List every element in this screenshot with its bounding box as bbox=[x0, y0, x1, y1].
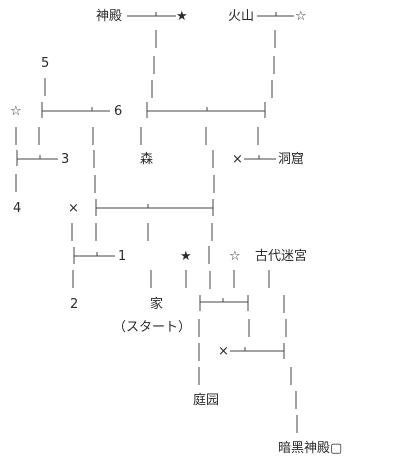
number-1: 1 bbox=[118, 249, 127, 264]
number-4: 4 bbox=[13, 201, 22, 216]
node-home: 家 bbox=[150, 297, 164, 312]
number-2: 2 bbox=[70, 297, 79, 312]
node-ancient-maze: 古代迷宮 bbox=[255, 249, 308, 264]
outline-star-icon: ☆ bbox=[229, 249, 241, 264]
outline-star-icon: ☆ bbox=[10, 104, 22, 119]
number-5: 5 bbox=[41, 56, 50, 71]
number-6: 6 bbox=[114, 104, 123, 119]
node-garden: 庭园 bbox=[193, 393, 220, 408]
filled-star-icon: ★ bbox=[176, 9, 188, 24]
node-forest: 森 bbox=[140, 152, 154, 167]
cross-icon: × bbox=[218, 344, 229, 359]
node-shrine: 神殿 bbox=[96, 9, 123, 24]
node-dark-shrine: 暗黑神殿▢ bbox=[278, 441, 343, 456]
filled-star-icon: ★ bbox=[180, 249, 192, 264]
cross-icon: × bbox=[232, 152, 243, 167]
node-home-subtitle: （スタート） bbox=[113, 320, 192, 335]
node-cave: 洞窟 bbox=[278, 152, 305, 167]
node-volcano: 火山 bbox=[228, 9, 255, 24]
outline-star-icon: ☆ bbox=[295, 9, 307, 24]
number-3: 3 bbox=[61, 152, 70, 167]
cross-icon: × bbox=[68, 201, 79, 216]
